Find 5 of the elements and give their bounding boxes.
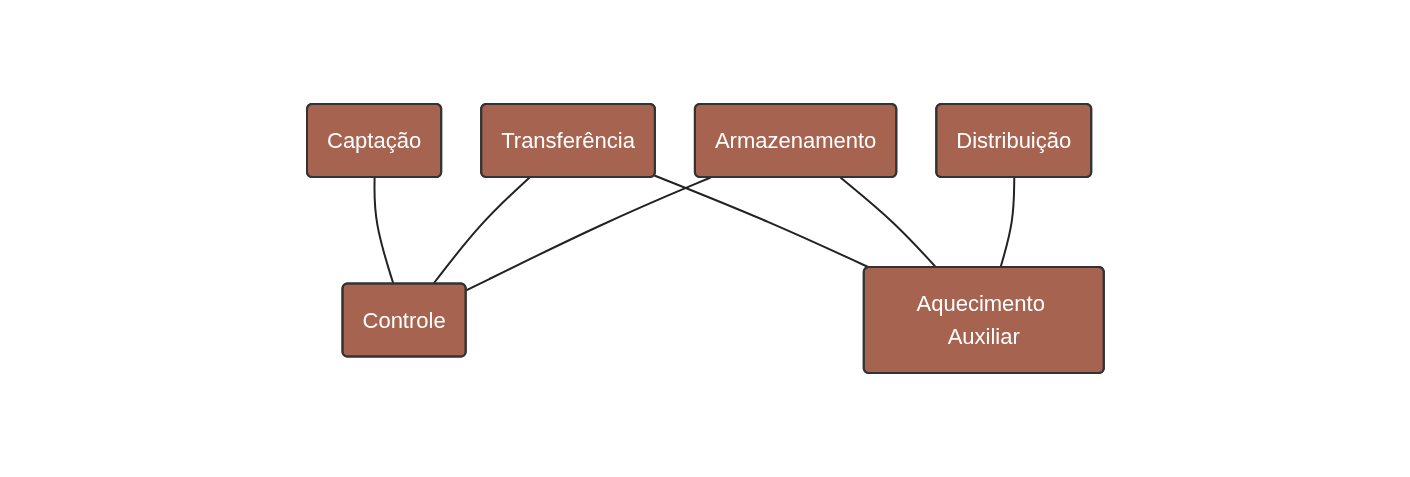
connector (431, 176, 531, 285)
connector (373, 176, 395, 285)
connector (653, 174, 870, 269)
connector (839, 176, 937, 269)
connector (999, 176, 1015, 269)
